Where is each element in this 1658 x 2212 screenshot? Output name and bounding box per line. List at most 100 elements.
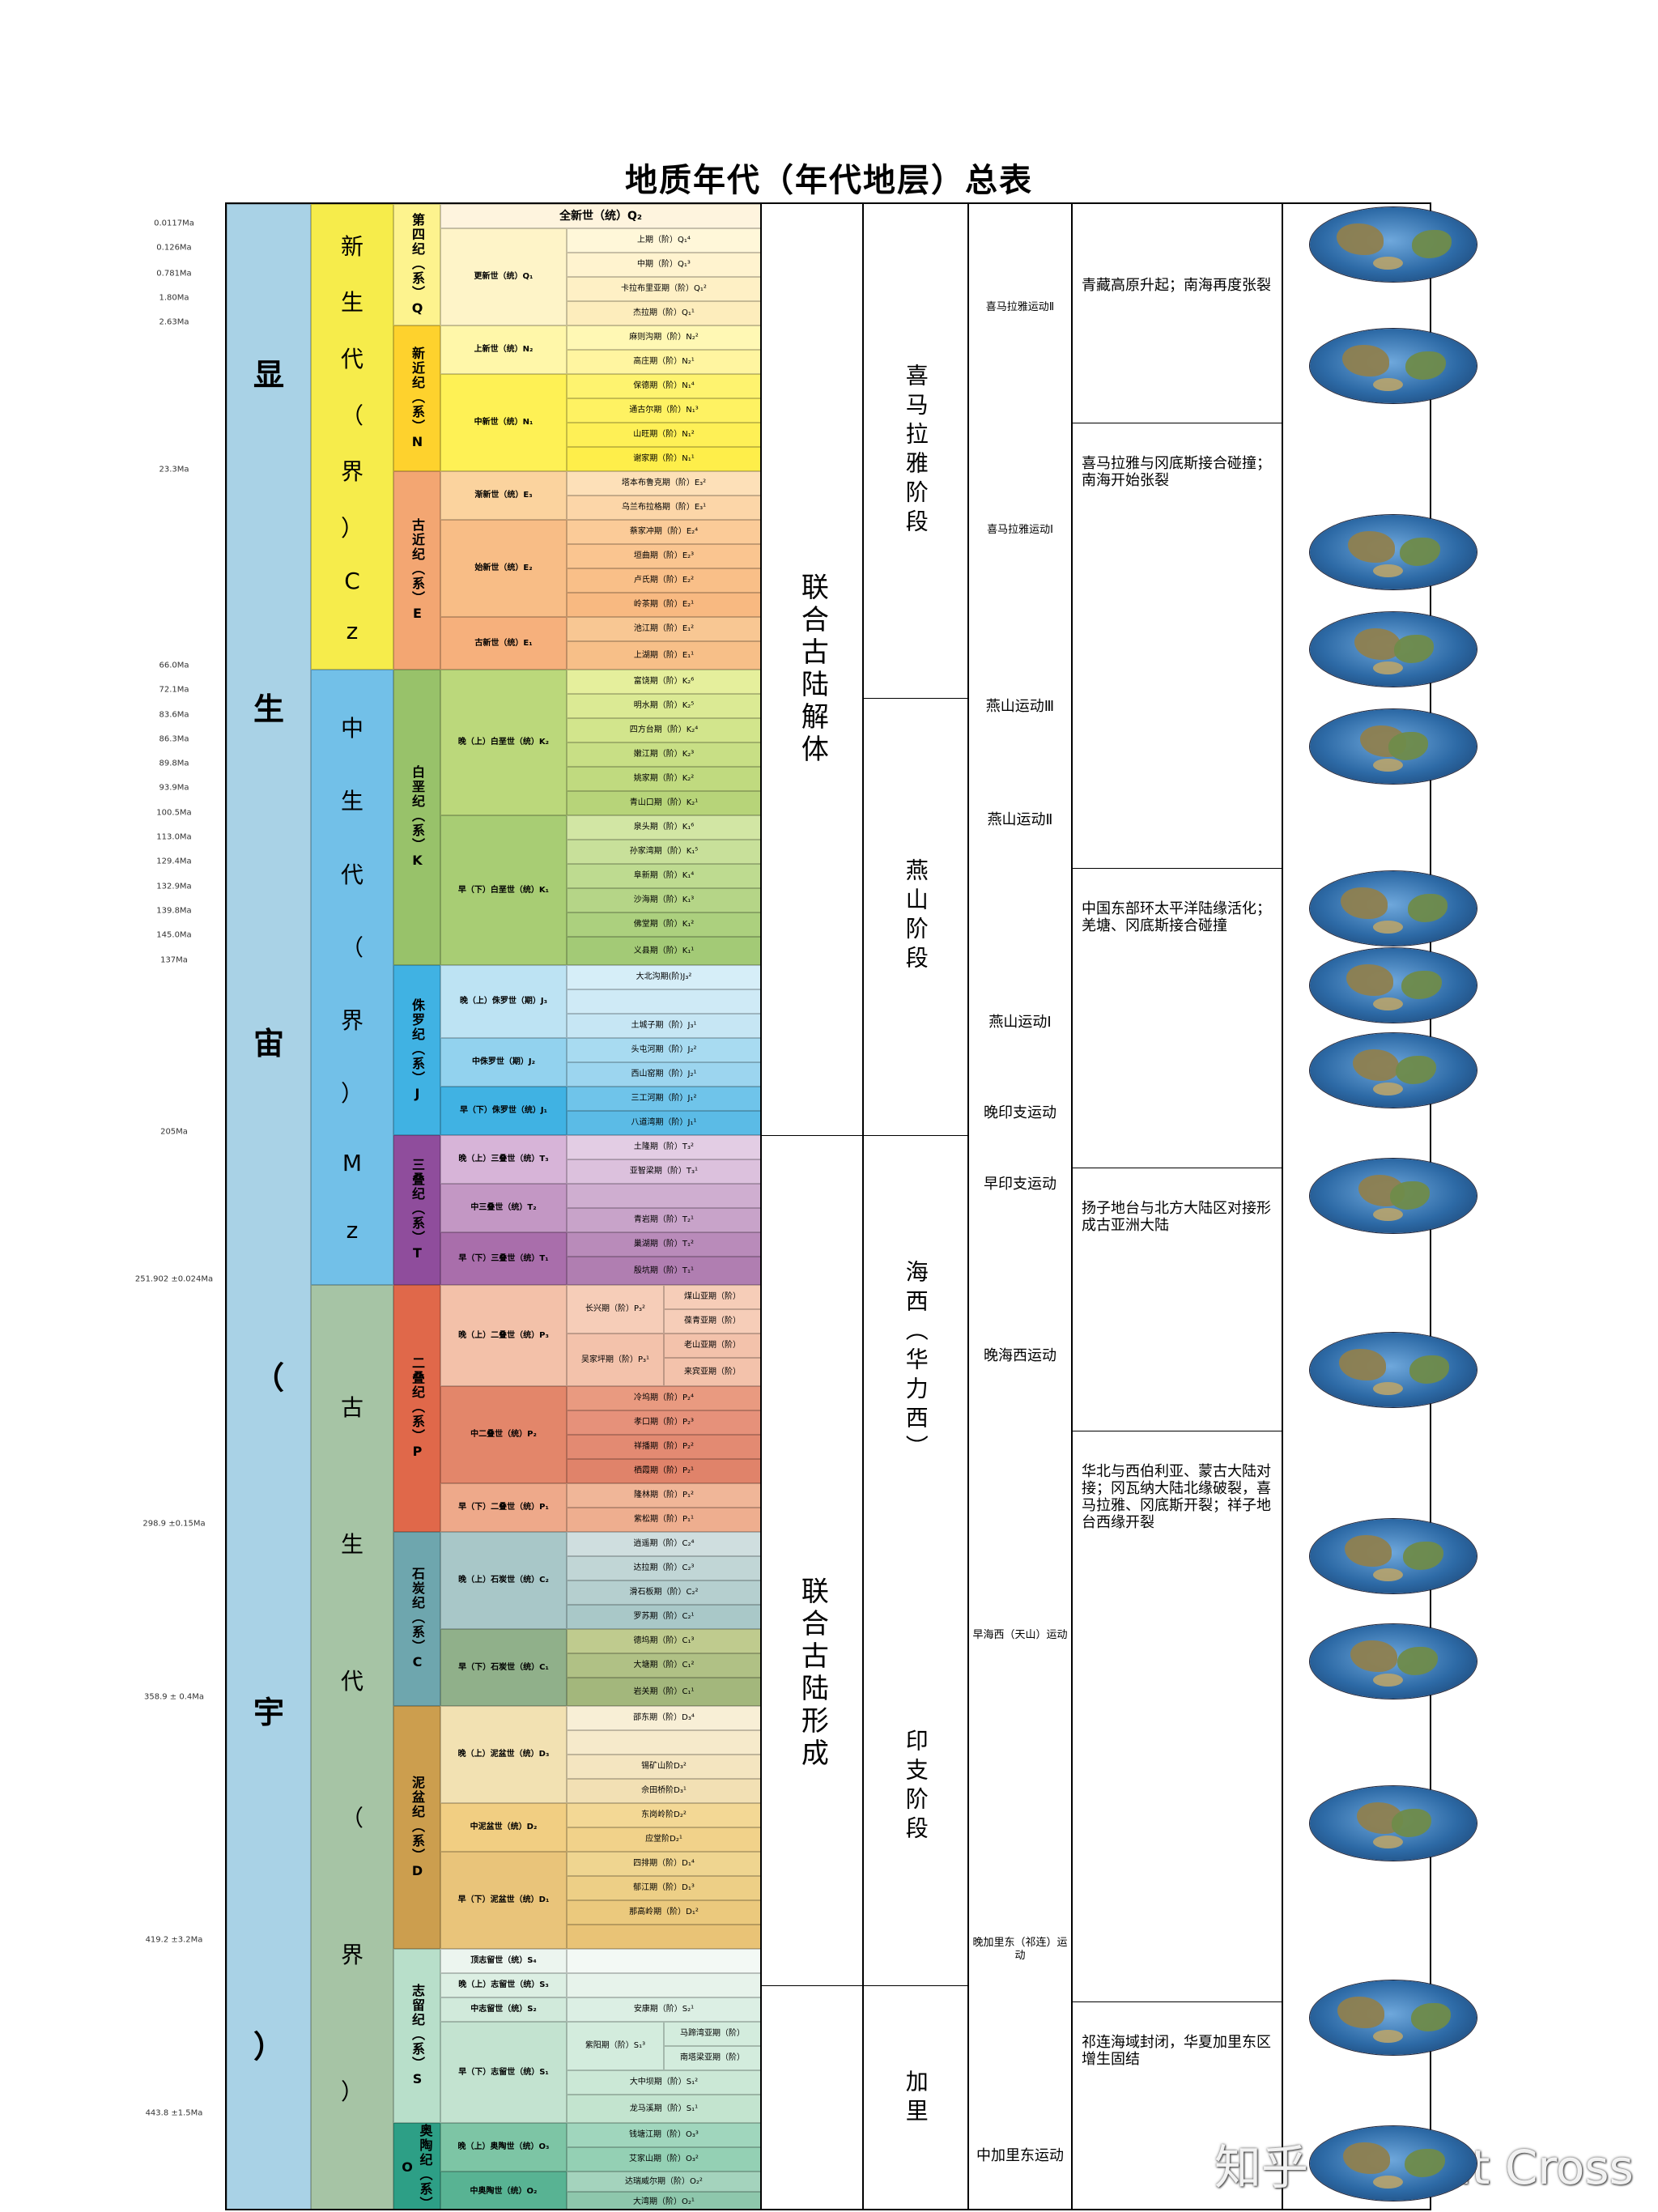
age-cell: 应堂阶D₂¹ xyxy=(567,1827,761,1852)
era-char: ） xyxy=(340,514,363,542)
age-cell xyxy=(567,989,761,1014)
tectonic-event: 中国东部环太平洋陆缘活化；羌塘、冈底斯接合碰撞 xyxy=(1072,868,1282,1168)
age-cell: 大北沟期(阶)J₃² xyxy=(567,965,761,989)
sub-stage-label: 燕山阶段 xyxy=(902,858,929,975)
epoch-cell: 晚（上）奥陶世（统）O₃ xyxy=(440,2123,567,2172)
age-cell: 八道湾期（阶）J₁¹ xyxy=(567,1111,761,1135)
period-cell: 志留纪（系）S xyxy=(393,1949,440,2123)
age-cell: 大湾期（阶）O₂¹ xyxy=(567,2192,761,2209)
age-cell: 岭茶期（阶）E₂¹ xyxy=(567,593,761,617)
epoch-cell: 更新世（统）Q₁ xyxy=(440,228,567,325)
era-char: 代 xyxy=(340,1668,363,1695)
ma-label: 1.80Ma xyxy=(159,293,189,303)
ma-label: 298.9 ±0.15Ma xyxy=(142,1519,206,1529)
age-cell: 达瑞威尔期（阶）O₂² xyxy=(567,2172,761,2192)
orogeny-label: 中加里东运动 xyxy=(976,2147,1064,2164)
age-cell: 罗苏期（阶）C₂¹ xyxy=(567,1605,761,1629)
tectonic-event: 青藏高原升起；南海再度张裂 xyxy=(1072,245,1282,423)
epoch-cell: 上新世（统）N₂ xyxy=(440,325,567,374)
era-cell: 古生代（界） xyxy=(311,1285,393,2209)
epoch-cell: 晚（上）三叠世（统）T₃ xyxy=(440,1135,567,1184)
epoch-cell: 早（下）三叠世（统）T₁ xyxy=(440,1232,567,1285)
paleomap-globe-image xyxy=(1310,2126,1477,2201)
age-cell: 泉头期（阶）K₁⁶ xyxy=(567,815,761,840)
event-text: 祁连海域封闭，华夏加里东区增生固结 xyxy=(1082,2034,1271,2068)
ma-label: 443.8 ±1.5Ma xyxy=(145,2108,203,2118)
era-char: （ xyxy=(340,1805,363,1831)
era-char: 中 xyxy=(340,715,363,742)
ma-label: 0.126Ma xyxy=(156,243,192,253)
period-label: 石炭纪（系）C xyxy=(410,1567,425,1671)
age-cell: 佘田桥阶D₃¹ xyxy=(567,1779,761,1803)
row-divider xyxy=(863,1985,968,1986)
epoch-cell: 晚（上）白垩世（统）K₂ xyxy=(440,670,567,815)
age-cell: 滑石板期（阶）C₂² xyxy=(567,1580,761,1605)
ma-label: 23.3Ma xyxy=(159,465,189,474)
era-char: 界 xyxy=(340,1942,363,1968)
age-cell: 阜新期（阶）K₁⁴ xyxy=(567,864,761,888)
age-cell: 佛堂期（阶）K₁² xyxy=(567,912,761,937)
row-divider xyxy=(761,1135,863,1136)
epoch-cell: 中新世（统）N₁ xyxy=(440,374,567,471)
age-cell: 岩关期（阶）C₁¹ xyxy=(567,1678,761,1706)
age-cell: 大塘期（阶）C₁² xyxy=(567,1653,761,1678)
period-label: 志留纪（系）S xyxy=(410,1984,425,2088)
age-cell: 上期（阶）Q₁⁴ xyxy=(567,228,761,253)
eon-cell: 显生宙（宇） xyxy=(227,204,311,2209)
orogeny-label: 喜马拉雅运动Ⅰ xyxy=(987,524,1053,536)
era-char: 生 xyxy=(340,788,363,815)
age-cell: 达拉期（阶）C₂³ xyxy=(567,1556,761,1580)
age-cell: 嫩江期（阶）K₂³ xyxy=(567,742,761,767)
ma-label: 145.0Ma xyxy=(156,930,192,940)
era-char: （ xyxy=(340,934,363,961)
epoch-cell: 早（下）石炭世（统）C₁ xyxy=(440,1629,567,1706)
age-cell: 孝口期（阶）P₂³ xyxy=(567,1410,761,1435)
tectonic-sub-stage: 加里 xyxy=(863,1985,968,2209)
event-text: 中国东部环太平洋陆缘活化；羌塘、冈底斯接合碰撞 xyxy=(1082,900,1271,934)
orogeny-label: 燕山运动Ⅰ xyxy=(988,1014,1052,1031)
event-text: 扬子地台与北方大陆区对接形成古亚洲大陆 xyxy=(1082,1200,1271,1234)
ma-label: 0.781Ma xyxy=(156,269,192,279)
age-cell: 姚家期（阶）K₂² xyxy=(567,767,761,791)
paleomap-globe-image xyxy=(1310,1333,1477,1407)
epoch-cell: 晚（上）石炭世（统）C₂ xyxy=(440,1532,567,1629)
tectonic-event: 喜马拉雅与冈底斯接合碰撞；南海开始张裂 xyxy=(1072,423,1282,868)
ma-label: 2.63Ma xyxy=(159,317,189,327)
age-cell: 东岗岭阶D₂² xyxy=(567,1803,761,1827)
age-cell: 青岩期（阶）T₂¹ xyxy=(567,1208,761,1232)
epoch-cell: 全新世（统）Q₂ xyxy=(440,204,761,228)
age-cell: 青山口期（阶）K₂¹ xyxy=(567,791,761,815)
subage-cell: 南塔梁亚期（阶） xyxy=(664,2046,761,2070)
row-divider xyxy=(1072,868,1282,869)
event-text: 华北与西伯利亚、蒙古大陆对接；冈瓦纳大陆北缘破裂，喜马拉雅、冈底斯开裂；祥子地台… xyxy=(1082,1463,1271,1531)
eon-char: 宇 xyxy=(253,1695,284,1730)
column-divider xyxy=(862,204,864,2209)
ma-label: 72.1Ma xyxy=(159,685,189,695)
epoch-cell: 顶志留世（统）S₄ xyxy=(440,1949,567,1973)
period-cell: 三叠纪（系）T xyxy=(393,1135,440,1285)
paleomap-globe-image xyxy=(1310,329,1477,403)
ma-label: 251.902 ±0.024Ma xyxy=(134,1274,214,1284)
era-char: 生 xyxy=(340,289,363,317)
eon-char: 宙 xyxy=(253,1026,284,1061)
ma-label: 132.9Ma xyxy=(156,882,192,891)
paleomap-globe-image xyxy=(1310,871,1477,946)
age-cell: 乌兰布拉格期（阶）E₃¹ xyxy=(567,496,761,520)
paleomap-globe-image xyxy=(1310,207,1477,282)
period-label: 侏罗纪（系）J xyxy=(410,998,425,1103)
age-cell: 塔本布鲁克期（阶）E₃² xyxy=(567,471,761,496)
ma-label: 137Ma xyxy=(160,955,188,965)
era-char: C xyxy=(344,567,360,594)
age-cell: 池江期（阶）E₁² xyxy=(567,617,761,641)
age-cell: 冷坞期（阶）P₂⁴ xyxy=(567,1386,761,1410)
epoch-cell: 晚（上）侏罗世（期）J₃ xyxy=(440,965,567,1038)
orogeny-label: 燕山运动Ⅱ xyxy=(987,811,1053,828)
column-divider xyxy=(1071,204,1073,2209)
period-label: 奥陶纪（系）O xyxy=(399,2124,433,2210)
age-cell: 沙海期（阶）K₁³ xyxy=(567,888,761,912)
age-cell: 四方台期（阶）K₂⁴ xyxy=(567,718,761,742)
era-char: M xyxy=(342,1149,363,1176)
age-cell: 大中坝期（阶）S₁² xyxy=(567,2070,761,2095)
